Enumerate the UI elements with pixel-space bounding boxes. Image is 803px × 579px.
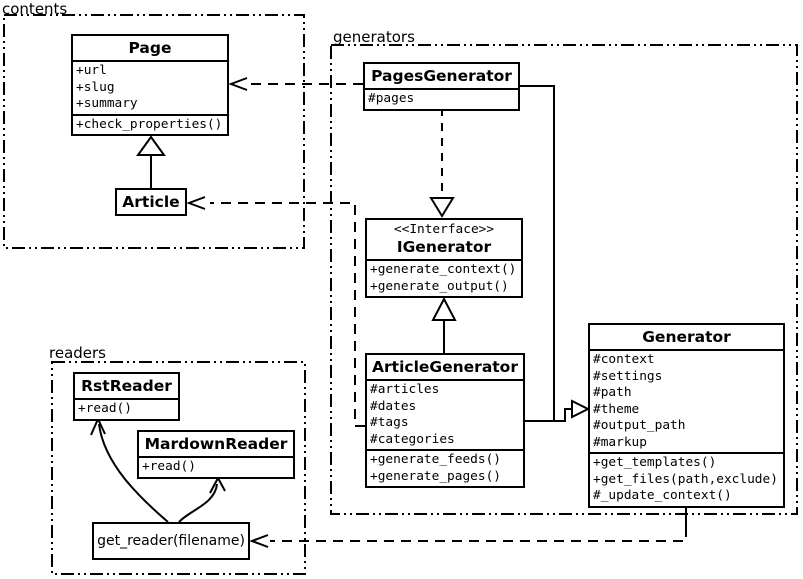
class-pagesgenerator-attributes: #pages xyxy=(365,90,518,109)
class-mardownreader-methods: +read() xyxy=(139,458,293,477)
class-generator-name: Generator xyxy=(590,325,783,351)
attribute-row: +slug xyxy=(76,79,115,95)
inheritance-triangle-igenerator xyxy=(431,296,457,321)
class-igenerator-header: <<Interface>> IGenerator xyxy=(367,220,521,261)
attribute-row: #markup xyxy=(593,434,647,450)
class-article-name: Article xyxy=(122,193,180,211)
class-igenerator: <<Interface>> IGenerator +generate_conte… xyxy=(365,218,523,298)
class-mardownreader: MardownReader +read() xyxy=(137,430,295,479)
class-generator-methods: +get_templates() +get_files(path,exclude… xyxy=(590,454,783,506)
class-generator-attributes: #context #settings #path #theme #output_… xyxy=(590,351,783,454)
method-row: #_update_context() xyxy=(593,488,732,503)
attribute-row: #output_path xyxy=(593,418,686,433)
edge-articlegenerator-to-generator xyxy=(525,408,572,422)
readers-package-label: readers xyxy=(49,344,106,362)
method-row: +get_files(path,exclude) xyxy=(593,471,778,487)
readers-package-border xyxy=(51,361,306,575)
inheritance-triangle-page xyxy=(136,135,166,156)
contents-package-label: contents xyxy=(2,0,68,18)
class-articlegenerator-attributes: #articles #dates #tags #categories xyxy=(367,381,523,451)
attribute-row: #theme xyxy=(593,401,640,417)
method-row: +read() xyxy=(78,401,132,416)
method-row: +check_properties() xyxy=(76,116,223,132)
class-pagesgenerator: PagesGenerator #pages xyxy=(363,62,520,111)
class-rstreader-methods: +read() xyxy=(75,400,178,419)
class-generator: Generator #context #settings #path #them… xyxy=(588,323,785,508)
function-get-reader: get_reader(filename) xyxy=(92,522,250,560)
class-igenerator-name: IGenerator xyxy=(396,238,492,256)
generators-package-label: generators xyxy=(333,28,415,46)
attribute-row: #tags xyxy=(370,415,409,430)
attribute-row: #context xyxy=(593,352,655,367)
attribute-row: #path xyxy=(593,385,632,400)
method-row: +get_templates() xyxy=(593,455,717,470)
attribute-row: #settings xyxy=(593,368,663,384)
class-page: Page +url +slug +summary +check_properti… xyxy=(71,34,229,136)
open-arrowhead-page xyxy=(228,77,248,91)
class-pagesgenerator-name: PagesGenerator xyxy=(365,64,518,90)
generators-package-border xyxy=(330,44,798,515)
open-arrowhead-article xyxy=(186,196,206,210)
inheritance-triangle-generator xyxy=(571,399,591,419)
open-arrowhead-getreader xyxy=(249,534,269,548)
attribute-row: #articles xyxy=(370,382,440,397)
class-article: Article xyxy=(115,188,187,216)
method-row: +read() xyxy=(142,459,196,474)
attribute-row: +summary xyxy=(76,96,138,111)
contents-package-border xyxy=(3,14,305,249)
method-row: +generate_output() xyxy=(370,278,509,294)
class-page-methods: +check_properties() xyxy=(73,116,227,135)
method-row: +generate_feeds() xyxy=(370,452,501,467)
method-row: +generate_context() xyxy=(370,262,517,277)
method-row: +generate_pages() xyxy=(370,468,501,484)
edge-getreader-to-rstreader xyxy=(98,423,169,523)
edge-getreader-to-mardownreader xyxy=(178,483,218,523)
class-page-name: Page xyxy=(73,36,227,62)
attribute-row: +url xyxy=(76,63,107,78)
edge-generator-to-getreader xyxy=(270,527,687,542)
realize-triangle-igenerator xyxy=(429,197,455,218)
attribute-row: #categories xyxy=(370,431,455,447)
class-igenerator-methods: +generate_context() +generate_output() xyxy=(367,261,521,296)
attribute-row: #pages xyxy=(368,91,415,106)
class-rstreader-name: RstReader xyxy=(75,374,178,400)
class-page-attributes: +url +slug +summary xyxy=(73,62,227,116)
class-igenerator-stereotype: <<Interface>> xyxy=(393,222,495,237)
class-articlegenerator-name: ArticleGenerator xyxy=(367,355,523,381)
open-arrowhead-rstreader xyxy=(90,416,106,436)
edge-pagesgenerator-to-generator xyxy=(520,85,555,421)
edge-articlegenerator-to-article xyxy=(210,202,365,427)
class-articlegenerator: ArticleGenerator #articles #dates #tags … xyxy=(365,353,525,488)
class-rstreader: RstReader +read() xyxy=(73,372,180,421)
class-mardownreader-name: MardownReader xyxy=(139,432,293,458)
attribute-row: #dates xyxy=(370,398,417,414)
class-articlegenerator-methods: +generate_feeds() +generate_pages() xyxy=(367,451,523,486)
